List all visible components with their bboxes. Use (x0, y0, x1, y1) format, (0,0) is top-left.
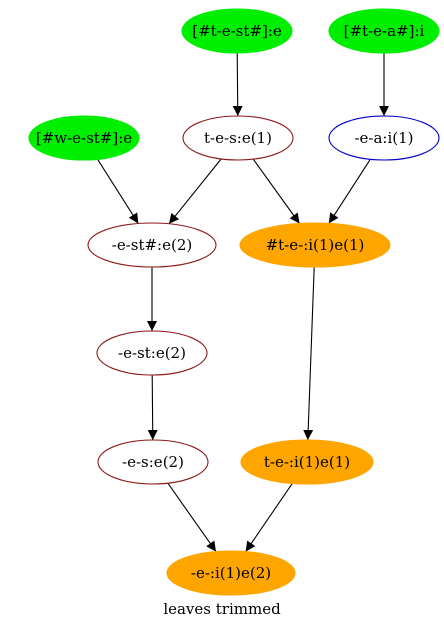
edge-n_w_e_st-to-n_est_hash (97, 159, 139, 224)
node-ellipse (96, 330, 208, 376)
node-label: #t-e-:i(1)e(1) (266, 236, 365, 254)
diagram-caption: leaves trimmed (163, 600, 281, 618)
node-label: -e-st:e(2) (118, 344, 186, 362)
edge-n_t_e_st-to-n_tes (232, 52, 243, 117)
node-n_te: t-e-:i(1)e(1) (240, 439, 374, 485)
node-n_tes: t-e-s:e(1) (182, 115, 294, 161)
node-ellipse (328, 115, 440, 161)
node-ellipse (166, 550, 296, 596)
node-ellipse (97, 439, 209, 485)
edge-n_ea-to-n_hash_te (328, 159, 371, 224)
edge-n_est-to-n_es (147, 374, 158, 441)
node-label: -e-s:e(2) (122, 453, 184, 471)
node-n_w_e_st: [#w-e-st#]:e (28, 115, 140, 161)
node-ellipse (328, 8, 440, 54)
edge-n_te-to-n_e (245, 483, 293, 552)
node-label: [#w-e-st#]:e (36, 129, 132, 147)
node-ellipse (182, 115, 294, 161)
node-label: -e-a:i(1) (354, 129, 413, 147)
edge-n_tes-to-n_hash_te (252, 158, 300, 224)
node-ellipse (28, 115, 140, 161)
edge-n_tes-to-n_est_hash (168, 158, 222, 225)
node-n_est_hash: -e-st#:e(2) (87, 222, 217, 268)
node-ellipse (240, 439, 374, 485)
node-label: t-e-s:e(1) (204, 129, 272, 147)
node-ellipse (87, 222, 217, 268)
node-label: -e-:i(1)e(2) (191, 564, 271, 582)
node-label: [#t-e-st#]:e (192, 22, 282, 40)
node-n_hash_te: #t-e-:i(1)e(1) (239, 222, 391, 268)
node-n_t_e_st: [#t-e-st#]:e (181, 8, 293, 54)
node-label: t-e-:i(1)e(1) (264, 453, 350, 471)
node-ellipse (181, 8, 293, 54)
node-label: [#t-e-a#]:i (344, 22, 425, 40)
node-n_es: -e-s:e(2) (97, 439, 209, 485)
node-n_t_e_a: [#t-e-a#]:i (328, 8, 440, 54)
edges-layer (97, 52, 389, 552)
node-n_e: -e-:i(1)e(2) (166, 550, 296, 596)
node-n_ea: -e-a:i(1) (328, 115, 440, 161)
node-label: -e-st#:e(2) (112, 236, 193, 254)
edge-n_es-to-n_e (167, 482, 217, 552)
edge-n_hash_te-to-n_te (303, 266, 315, 441)
nodes-layer: [#t-e-st#]:e [#t-e-a#]:i [#w-e-st#]:e t-e-s… (28, 8, 440, 596)
node-n_est: -e-st:e(2) (96, 330, 208, 376)
node-ellipse (239, 222, 391, 268)
